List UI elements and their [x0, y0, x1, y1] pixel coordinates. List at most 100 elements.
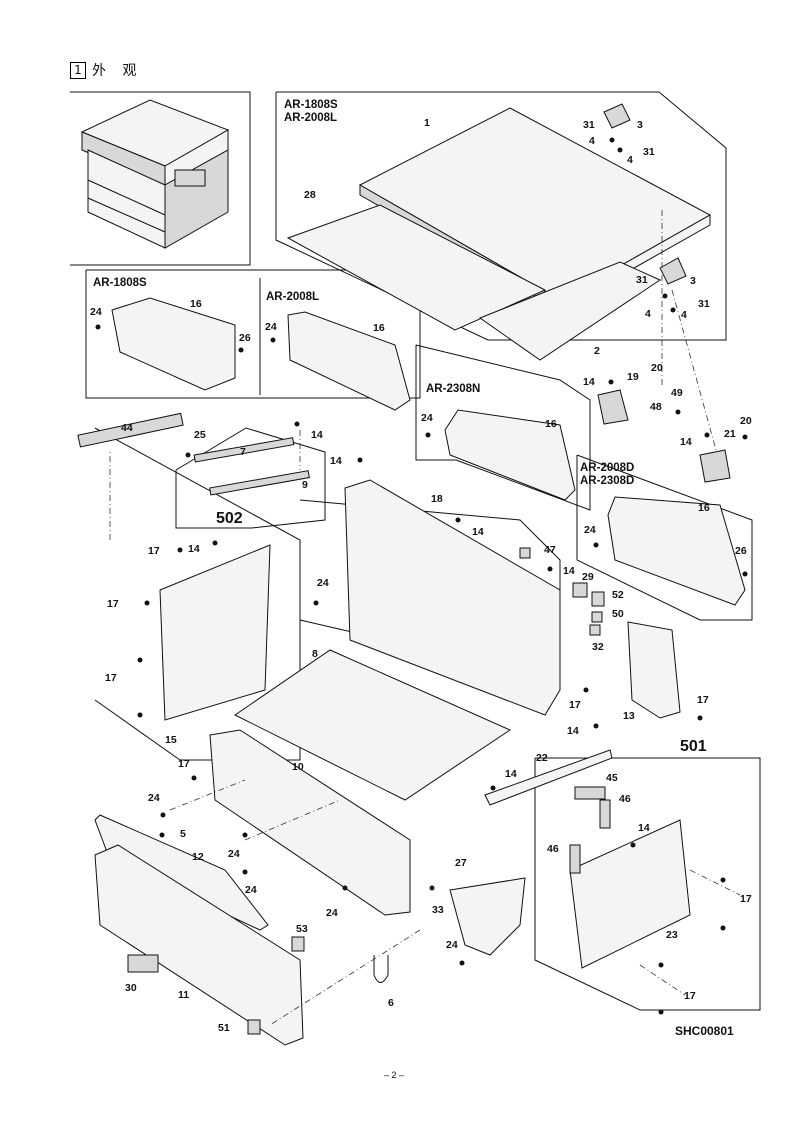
outline-502-box — [175, 427, 326, 529]
part-label: 17 — [697, 694, 709, 706]
part-label: 16 — [545, 418, 557, 430]
part-label: 46 — [547, 843, 559, 855]
part-label: 26 — [239, 332, 251, 344]
side-cover-2308n — [444, 409, 576, 501]
front-frame-10 — [209, 729, 411, 916]
part-label: 50 — [612, 608, 624, 620]
plate-9 — [209, 470, 310, 496]
part-label: 15 — [165, 734, 177, 746]
part-label: 6 — [388, 997, 394, 1009]
part-label: 17 — [569, 699, 581, 711]
part-label: 24 — [326, 907, 338, 919]
part-label: 19 — [627, 371, 639, 383]
part-label: 2 — [594, 345, 600, 357]
part-label: 4 — [589, 135, 595, 147]
part-label: 24 — [584, 524, 596, 536]
part-label: 14 — [638, 822, 650, 834]
part-label: 30 — [125, 982, 137, 994]
part-label: 47 — [544, 544, 556, 556]
part-label: 44 — [121, 422, 133, 434]
hinge-top — [603, 103, 631, 129]
outline-side-box — [85, 269, 421, 399]
cover-bottom-plate — [478, 261, 662, 361]
label-47 — [519, 547, 531, 559]
part-label: 23 — [666, 929, 678, 941]
part-label: 27 — [455, 857, 467, 869]
part-label: 8 — [312, 648, 318, 660]
part-label: 24 — [317, 577, 329, 589]
part-label: 29 — [582, 571, 594, 583]
part-label: 14 — [583, 376, 595, 388]
copier-illustration — [80, 99, 230, 249]
part-label: 20 — [651, 362, 663, 374]
part-label: 21 — [724, 428, 736, 440]
part-label: 31 — [583, 119, 595, 131]
part-label: 16 — [190, 298, 202, 310]
outline-501-box — [534, 757, 761, 1011]
part-label: 3 — [637, 119, 643, 131]
part-label: 4 — [645, 308, 651, 320]
part-label: 24 — [421, 412, 433, 424]
sheet-44 — [77, 412, 184, 448]
part-label: 18 — [431, 493, 443, 505]
cover-27 — [449, 877, 526, 956]
label-51 — [247, 1019, 261, 1035]
part-label: 51 — [218, 1022, 230, 1034]
part-label: 24 — [446, 939, 458, 951]
label-32 — [589, 624, 601, 636]
hinge-bracket-21 — [699, 449, 731, 483]
hinge-bottom — [659, 257, 687, 285]
group-label-502: 502 — [216, 510, 243, 527]
front-cover-11 — [94, 844, 304, 1046]
part-label: 1 — [424, 117, 430, 129]
part-label: 14 — [563, 565, 575, 577]
group-label-501: 501 — [680, 738, 707, 755]
side-cover-2008d — [607, 496, 746, 606]
bracket-13 — [627, 621, 681, 719]
part-label: 3 — [690, 275, 696, 287]
part-label: 31 — [643, 146, 655, 158]
part-label: 17 — [105, 672, 117, 684]
glass-8 — [234, 649, 512, 801]
part-label: 32 — [592, 641, 604, 653]
label-30 — [127, 954, 159, 973]
part-label: 17 — [148, 545, 160, 557]
part-label: 4 — [627, 154, 633, 166]
part-label: 10 — [292, 761, 304, 773]
part-label: 33 — [432, 904, 444, 916]
model-label-top-1: AR-1808S — [284, 99, 338, 111]
part-label: 14 — [680, 436, 692, 448]
label-29 — [572, 582, 588, 598]
part-label: 5 — [180, 828, 186, 840]
frame-18 — [344, 479, 561, 716]
part-label: 24 — [245, 884, 257, 896]
part-label: 20 — [740, 415, 752, 427]
plate-7 — [193, 437, 295, 463]
part-label: 14 — [330, 455, 342, 467]
part-label: 26 — [735, 545, 747, 557]
part-label: 7 — [240, 446, 246, 458]
part-label: 31 — [636, 274, 648, 286]
part-label: 16 — [698, 502, 710, 514]
part-label: 24 — [148, 792, 160, 804]
part-label: 12 — [192, 851, 204, 863]
model-label-box-left: AR-1808S — [93, 277, 147, 289]
part-label: 17 — [178, 758, 190, 770]
part-label: 24 — [265, 321, 277, 333]
model-label-2308n: AR-2308N — [426, 383, 481, 395]
section-title-text: 外 观 — [92, 63, 143, 79]
part-label: 9 — [302, 479, 308, 491]
part-label: 31 — [698, 298, 710, 310]
part-label: 45 — [606, 772, 618, 784]
part-label: 48 — [650, 401, 662, 413]
section-number: 1 — [70, 61, 86, 79]
drawing-code: SHC00801 — [675, 1024, 734, 1038]
model-label-box-mid: AR-2008L — [266, 291, 320, 303]
part-label: 46 — [619, 793, 631, 805]
model-label-right-1: AR-2008D — [580, 462, 635, 474]
part-label: 28 — [304, 189, 316, 201]
part-label: 14 — [567, 725, 579, 737]
hinge-bracket-19 — [597, 389, 629, 425]
